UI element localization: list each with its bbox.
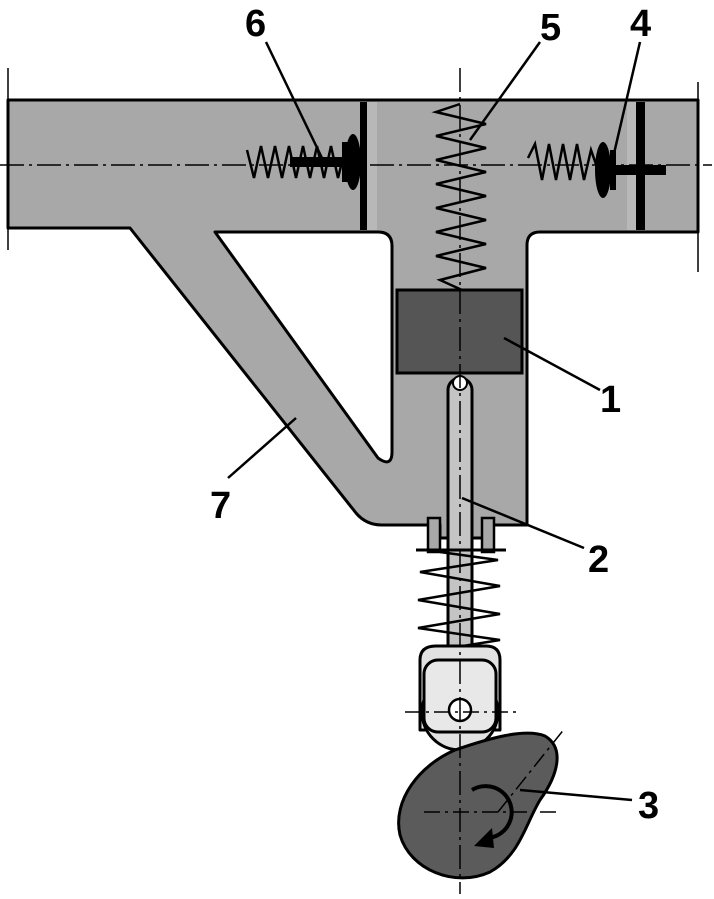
guide-sleeve-left (426, 516, 442, 554)
curved-arrow-icon (470, 784, 514, 840)
leader-lines (227, 41, 642, 802)
left-partition-wall (360, 102, 367, 230)
bracket-cutout (213, 230, 394, 464)
right-bolt-head (595, 142, 611, 198)
label-1: 1 (600, 379, 621, 421)
cam (397, 731, 559, 880)
right-bolt-collar (610, 150, 616, 190)
left-spring (245, 145, 347, 179)
label-2: 2 (588, 539, 609, 581)
arrowhead (474, 828, 494, 848)
guide-sleeve-right (480, 516, 496, 554)
left-bolt-shank (290, 157, 346, 167)
vertical-spring (431, 102, 487, 292)
left-wall-gap (367, 102, 377, 230)
label-7: 7 (210, 485, 231, 527)
left-bolt-collar (342, 142, 348, 182)
label-5: 5 (540, 7, 561, 49)
left-bolt-head (345, 134, 361, 190)
right-spring (526, 140, 600, 181)
right-bolt-shank (608, 165, 666, 175)
centerlines (0, 68, 712, 894)
label-3: 3 (638, 785, 659, 827)
label-4: 4 (630, 3, 651, 45)
label-6: 6 (245, 3, 266, 45)
